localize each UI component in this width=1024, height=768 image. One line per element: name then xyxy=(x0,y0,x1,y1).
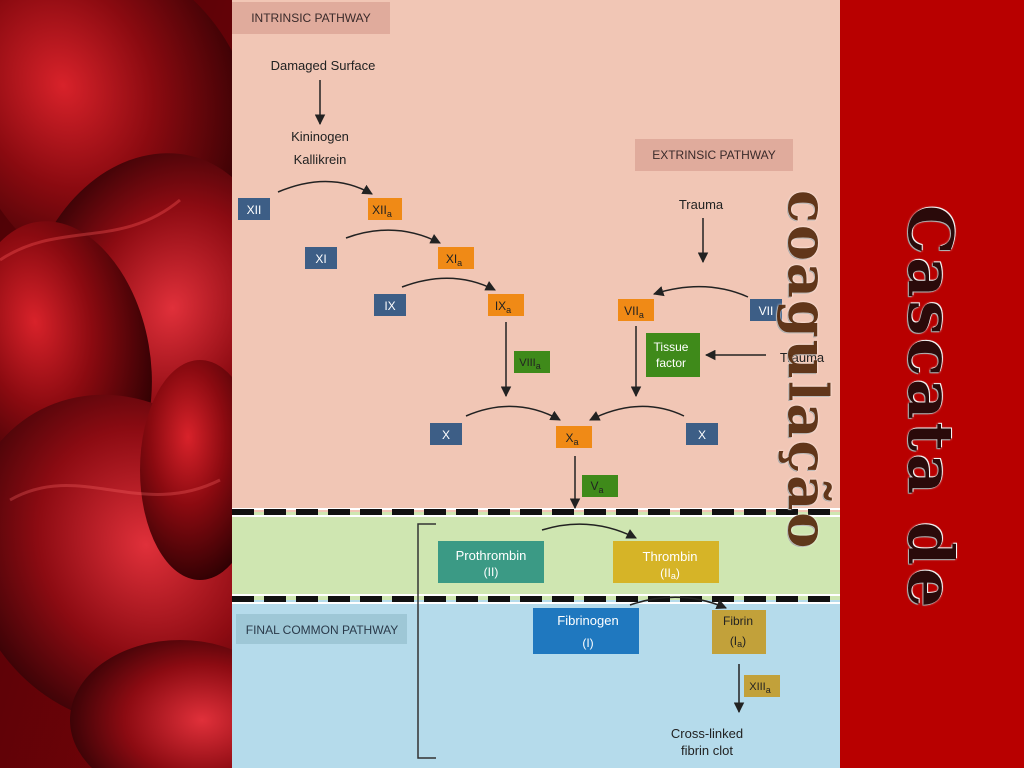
coagulation-cascade-diagram: INTRINSIC PATHWAY EXTRINSIC PATHWAY FINA… xyxy=(232,0,840,768)
fibrin-label-2: (Ia) xyxy=(730,634,746,649)
factor-vii-box xyxy=(750,299,782,321)
factor-viiia-box xyxy=(514,351,550,373)
xii-activation-arrow xyxy=(277,180,373,195)
x-left-activation-arrow xyxy=(465,405,561,421)
damaged-surface-label: Damaged Surface xyxy=(271,58,376,73)
fibrinogen-label-2: (I) xyxy=(582,636,593,650)
tissue-factor-box xyxy=(646,333,700,377)
kallikrein-label: Kallikrein xyxy=(294,152,347,167)
tissue-factor-label-1: Tissue xyxy=(654,340,689,354)
factor-xiia-box xyxy=(368,198,402,220)
factor-xia-label: XIa xyxy=(446,252,462,268)
common-pathway-bracket xyxy=(417,523,436,759)
vii-activation-arrow xyxy=(652,286,749,298)
intrinsic-header: INTRINSIC PATHWAY xyxy=(251,11,371,25)
extrinsic-header-box xyxy=(635,139,793,171)
factor-ix-label: IX xyxy=(384,299,395,313)
blood-cells-artwork xyxy=(0,0,232,768)
final-header: FINAL COMMON PATHWAY xyxy=(246,623,398,637)
factor-ixa-label: IXa xyxy=(495,299,511,315)
factor-x-right-label: X xyxy=(698,428,706,442)
factor-xii-label: XII xyxy=(247,203,262,217)
final-header-box xyxy=(236,614,407,644)
separator-bottom xyxy=(232,594,840,604)
factor-xiiia-box xyxy=(744,675,780,697)
cross-linked-label-1: Cross-linked xyxy=(671,726,743,741)
factor-ixa-box xyxy=(488,294,524,316)
factor-viia-label: VIIa xyxy=(624,304,644,320)
factor-x-left-box xyxy=(430,423,462,445)
thrombin-label-2: (IIa) xyxy=(660,566,680,581)
factor-xa-label: Xa xyxy=(565,431,578,447)
fibrin-box xyxy=(712,610,766,654)
factor-xiia-label: XIIa xyxy=(372,203,392,219)
fibrinogen-label-1: Fibrinogen xyxy=(557,613,618,628)
xi-activation-arrow xyxy=(345,229,441,244)
factor-xii-box xyxy=(238,198,270,220)
fibrinogen-box xyxy=(533,608,639,654)
factor-x-right-box xyxy=(686,423,718,445)
separator-top xyxy=(232,508,840,517)
factor-xi-box xyxy=(305,247,337,269)
cross-linked-label-2: fibrin clot xyxy=(681,743,733,758)
prothrombin-activation-arrow xyxy=(541,523,637,539)
factor-xiiia-label: XIIIa xyxy=(749,681,771,695)
prothrombin-box xyxy=(438,541,544,583)
trauma-top-label: Trauma xyxy=(679,197,724,212)
factor-x-left-label: X xyxy=(442,428,450,442)
title-line-1: Cascata de xyxy=(894,205,967,611)
factor-vii-label: VII xyxy=(759,304,774,318)
factor-viiia-label: VIIIa xyxy=(519,357,541,371)
fibrin-label-1: Fibrin xyxy=(723,614,753,628)
right-red-band xyxy=(840,0,1024,768)
prothrombin-label-2: (II) xyxy=(484,565,499,579)
factor-va-box xyxy=(582,475,618,497)
intrinsic-header-box xyxy=(232,2,390,34)
factor-ix-box xyxy=(374,294,406,316)
tissue-factor-label-2: factor xyxy=(656,356,686,370)
fibrinogen-activation-arrow xyxy=(629,596,727,610)
title-line-2: coagulação xyxy=(776,190,840,551)
prothrombin-label-1: Prothrombin xyxy=(456,548,527,563)
factor-xa-box xyxy=(556,426,592,448)
thrombin-box xyxy=(613,541,719,583)
x-right-activation-arrow xyxy=(589,405,685,421)
trauma-mid-label: Trauma xyxy=(780,350,825,365)
red-blood-cells-image xyxy=(0,0,232,768)
thrombin-label-1: Thrombin xyxy=(643,549,698,564)
extrinsic-header: EXTRINSIC PATHWAY xyxy=(652,148,776,162)
factor-va-label: Va xyxy=(590,479,603,495)
ix-activation-arrow xyxy=(401,277,496,291)
kininogen-label: Kininogen xyxy=(291,129,349,144)
factor-viia-box xyxy=(618,299,654,321)
factor-xia-box xyxy=(438,247,474,269)
factor-xi-label: XI xyxy=(315,252,326,266)
